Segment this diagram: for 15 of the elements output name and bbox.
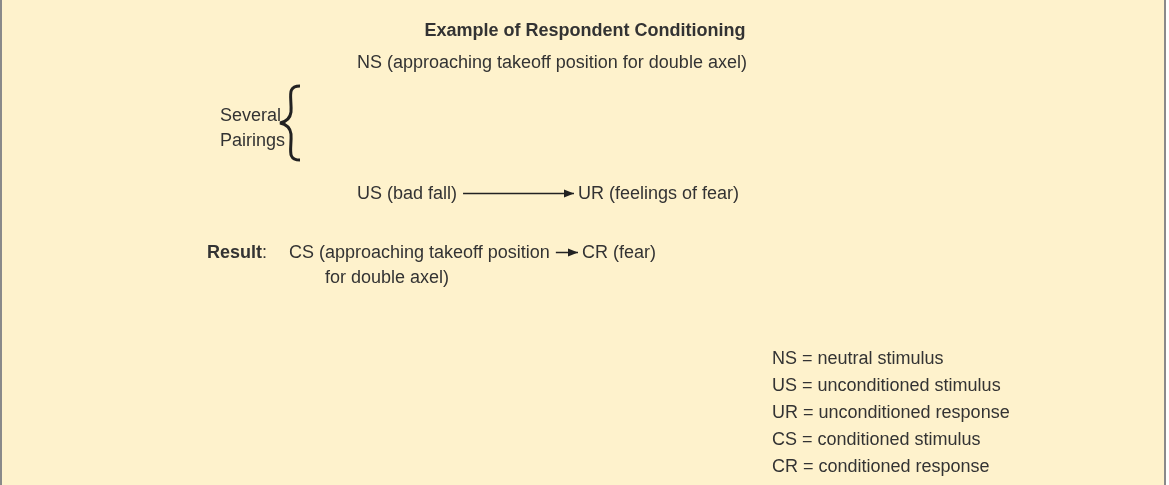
key-text: CS = conditioned stimulus bbox=[772, 428, 981, 451]
title: Example of Respondent Conditioning bbox=[423, 19, 747, 42]
key-text: UR = unconditioned response bbox=[772, 401, 1010, 424]
key-text: NS = neutral stimulus bbox=[772, 347, 944, 370]
stimulus-response-text: US (bad fall) bbox=[357, 181, 458, 206]
result-label: Result: bbox=[207, 241, 268, 264]
stimulus-response-text: CR (fear) bbox=[582, 240, 656, 265]
key-text: CR = conditioned response bbox=[772, 455, 990, 478]
key-text: US = unconditioned stimulus bbox=[772, 374, 1001, 397]
arrow bbox=[462, 189, 575, 198]
stimulus-response-text: UR (feelings of fear) bbox=[578, 181, 740, 206]
arrow bbox=[555, 248, 579, 257]
stimulus-response-text: CS (approaching takeoff position for double axel) bbox=[289, 240, 550, 290]
stimulus-response-text: NS (approaching takeoff position for double axel) bbox=[357, 50, 747, 75]
group-label: Several Pairings bbox=[220, 104, 287, 152]
